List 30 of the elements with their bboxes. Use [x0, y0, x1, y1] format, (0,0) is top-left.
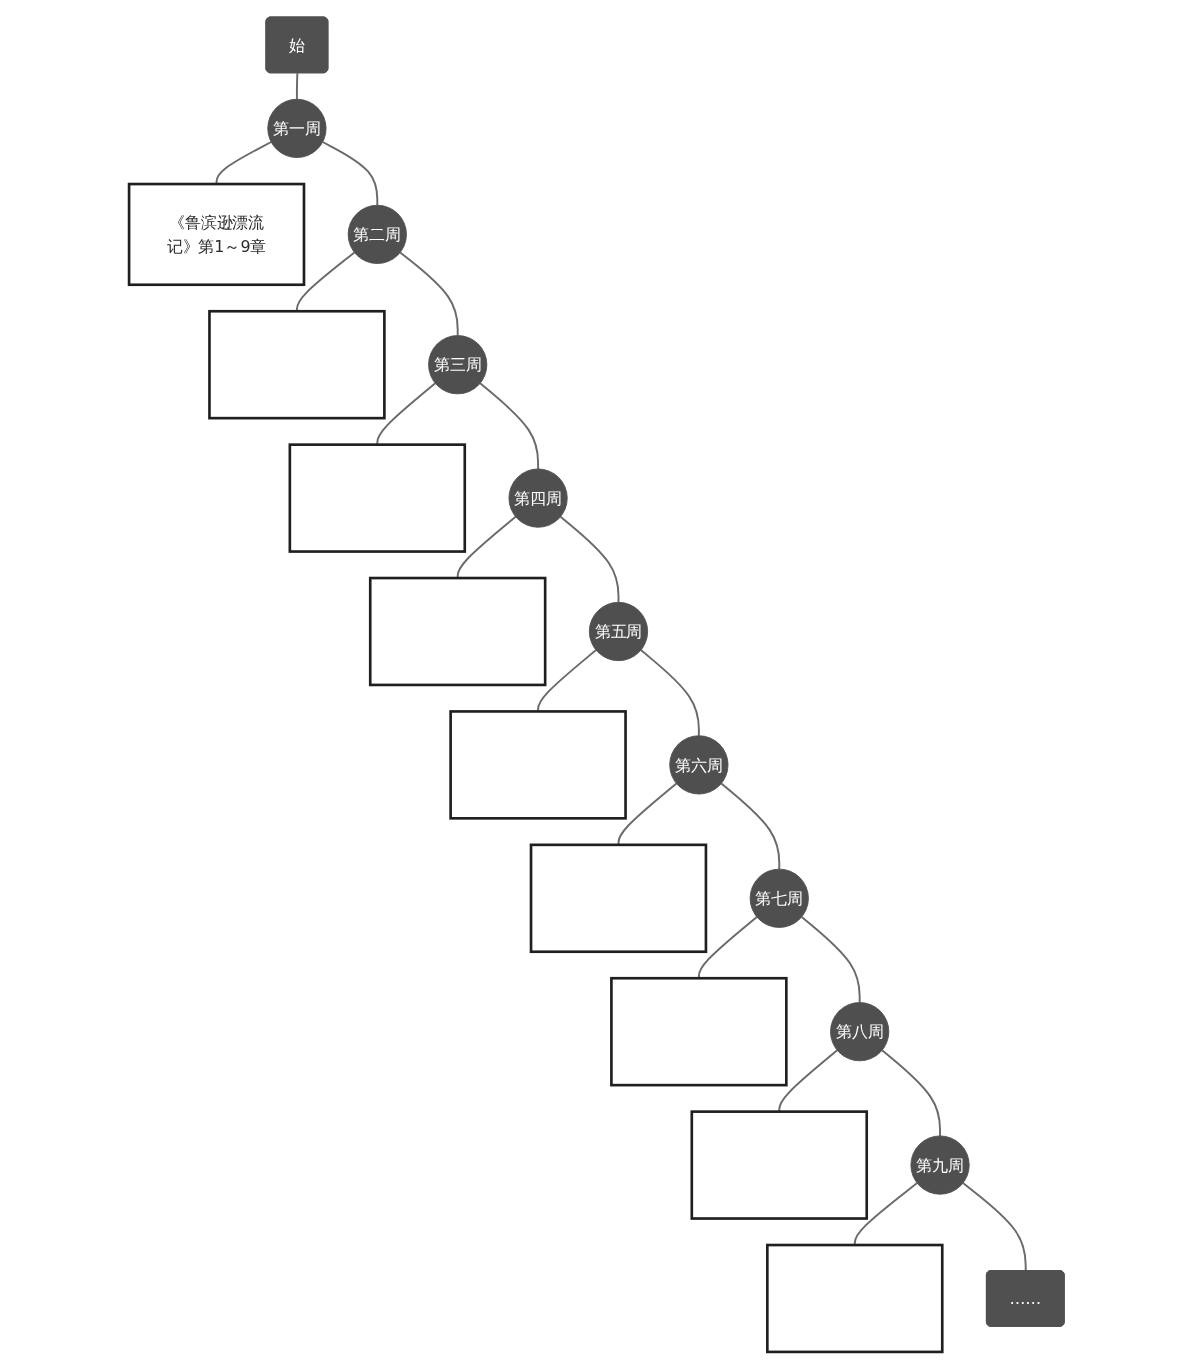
node-circle: 第五周: [588, 601, 648, 662]
connector: [559, 515, 620, 604]
node-box: [368, 576, 547, 687]
connector: [295, 72, 299, 101]
node-box: [690, 1110, 868, 1220]
node-circle: 第八周: [829, 1002, 890, 1062]
connector: [399, 251, 459, 337]
node-circle: 第三周: [428, 335, 488, 395]
connector: [881, 1049, 941, 1137]
node-box: [529, 843, 708, 954]
connector: [720, 782, 781, 871]
node-circle: 第七周: [749, 868, 809, 928]
connector: [853, 1182, 918, 1246]
node-box: [208, 309, 386, 420]
node-box: [288, 443, 466, 553]
connector: [321, 141, 379, 207]
connector: [800, 915, 861, 1004]
node-circle: 第四周: [508, 468, 568, 528]
connector: [479, 382, 539, 470]
node-box: [765, 1243, 944, 1354]
node-circle: 第九周: [910, 1135, 970, 1195]
connector: [456, 515, 517, 579]
node-circle: 第二周: [347, 204, 407, 264]
node-circle: 第六周: [669, 735, 729, 795]
connector: [639, 649, 700, 737]
node-circle: 第一周: [267, 98, 327, 158]
node-box: 《鲁滨逊漂流记》第1～9章: [127, 182, 306, 287]
node-box: [609, 976, 788, 1087]
node-box: [449, 710, 627, 820]
connector: [215, 141, 272, 185]
